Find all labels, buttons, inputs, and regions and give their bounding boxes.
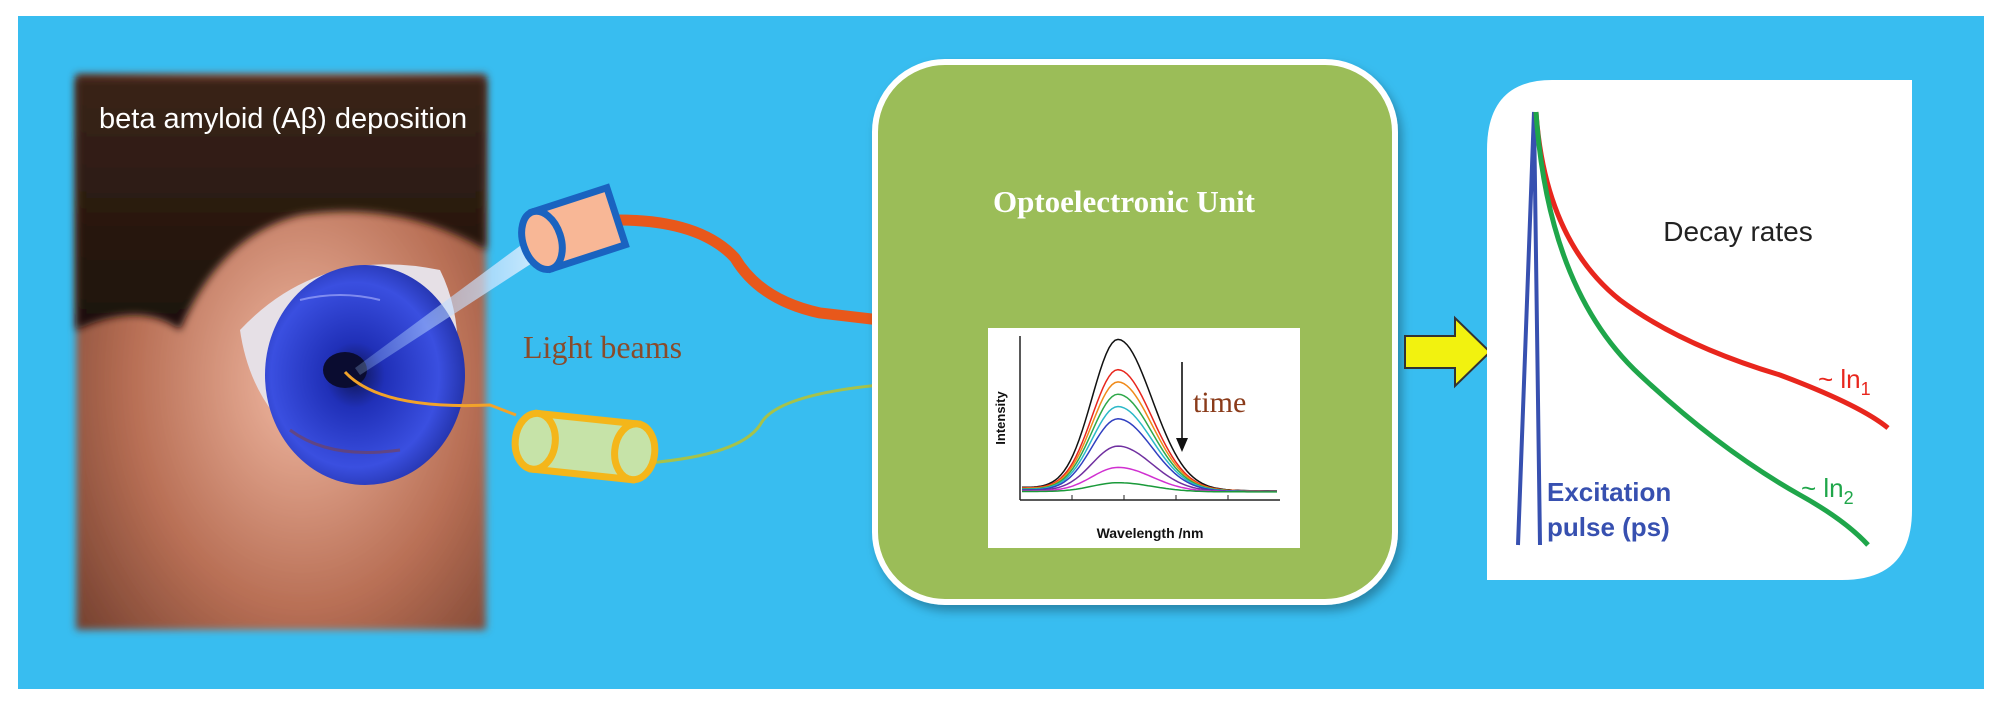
pulse-label-line1: Excitation [1547,477,1671,507]
decay-panel: Decay rates ~ ln1 ~ ln2 Excitation pulse… [1487,80,1912,580]
eyelashes [76,78,486,330]
decay-curve-fast [1533,111,1870,547]
spectrum-xlabel: Wavelength /nm [1097,525,1204,541]
eye-caption: beta amyloid (Aβ) deposition [99,103,467,135]
transmitter-probe [518,183,630,274]
time-arrow-head [1176,438,1188,452]
decay-panel-bg [1487,80,1912,580]
excitation-pulse-line [1516,111,1542,546]
decay-fast-label-sub: 2 [1844,488,1854,508]
output-arrow [1404,315,1492,389]
decay-slow-label: ~ ln1 [1818,364,1871,399]
decay-curve-slow [1533,111,1890,430]
spectrum-chart: Intensity Wavelength /nm time [988,328,1300,548]
decay-fast-label-text: ~ ln [1801,473,1844,503]
decay-slow-label-text: ~ ln [1818,364,1861,394]
fiber-in-cable [647,383,881,465]
light-beams-label: Light beams [523,329,682,365]
spectrum-ylabel: Intensity [993,391,1008,445]
optoelectronic-unit-title: Optoelectronic Unit [993,184,1256,219]
eye-photo: beta amyloid (Aβ) deposition [76,74,486,630]
light-beam [355,240,540,375]
spectrum-curve [1022,481,1277,493]
decay-fast-label: ~ ln2 [1801,473,1854,508]
pupil [323,352,367,388]
emitted-light-arrow [343,370,517,417]
decay-slow-label-sub: 1 [1861,379,1871,399]
decay-rates-title: Decay rates [1663,216,1812,247]
pulse-label-line2: pulse (ps) [1547,512,1670,542]
fiber-out-cable [612,214,886,326]
time-label: time [1193,386,1246,419]
receiver-probe [511,409,659,484]
